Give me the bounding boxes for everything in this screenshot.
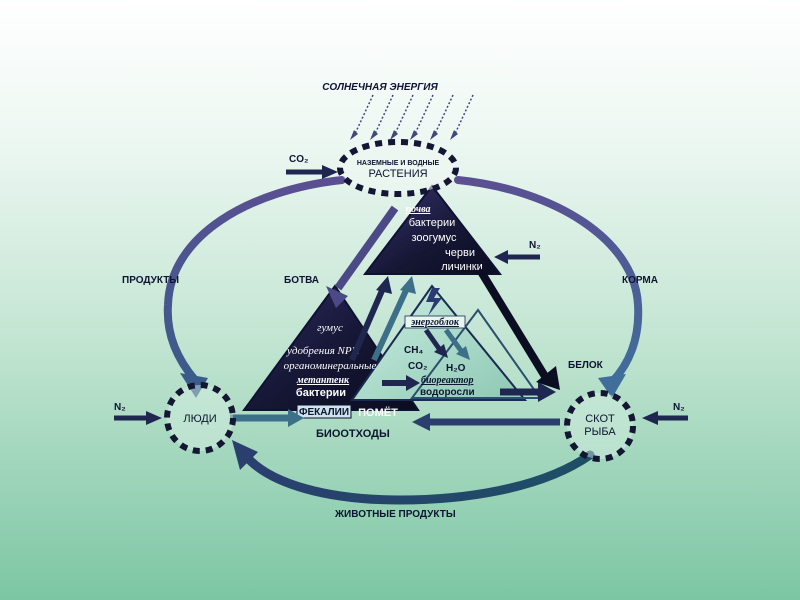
energy-block-triangle bbox=[350, 284, 528, 401]
products-arc bbox=[163, 176, 346, 384]
fert-to-soil-arrow-1 bbox=[349, 284, 387, 362]
products-label: ПРОДУКТЫ bbox=[122, 275, 179, 286]
algae-label: водоросли bbox=[420, 387, 475, 398]
feed-label: КОРМА bbox=[622, 275, 658, 286]
people-to-waste-head bbox=[288, 409, 304, 427]
energy-arrow-1 bbox=[423, 328, 443, 352]
fertilizer-triangle-text: гумус удобрения NPK органоминеральные ме… bbox=[284, 322, 377, 399]
bioreactor-label: биореактор bbox=[421, 375, 473, 386]
methane-tank-label: метантенк bbox=[296, 375, 350, 386]
larvae-label: личинки bbox=[441, 261, 482, 273]
plants-to-tops-head bbox=[326, 286, 348, 308]
livestock-line1: СКОТ bbox=[585, 413, 615, 425]
livestock-line2: РЫБА bbox=[584, 426, 616, 438]
co2-label: CO₂ bbox=[289, 154, 308, 165]
n2-right-label: N₂ bbox=[673, 402, 685, 413]
bacteria-label: бактерии bbox=[409, 217, 456, 229]
solar-energy-label: СОЛНЕЧНАЯ ЭНЕРГИЯ bbox=[322, 82, 438, 93]
animal-products-label: ЖИВОТНЫЕ ПРОДУКТЫ bbox=[334, 509, 456, 520]
co2-inner-label: CO₂ bbox=[408, 361, 427, 372]
bio-waste-label: БИООТХОДЫ bbox=[316, 428, 390, 440]
ch4-label: CH₄ bbox=[404, 345, 423, 356]
soil-to-protein-arrow bbox=[476, 267, 550, 381]
fert-to-soil-head-2 bbox=[400, 276, 416, 294]
bacteria-fert-label: бактерии bbox=[296, 387, 346, 399]
fert-to-soil-arrow-2 bbox=[371, 284, 411, 362]
energy-block-label: энергоблок bbox=[410, 317, 460, 328]
zoohumus-label: зоогумус bbox=[411, 232, 457, 244]
protein-label: БЕЛОК bbox=[568, 360, 604, 371]
plants-line2: РАСТЕНИЯ bbox=[368, 168, 427, 180]
tops-label: БОТВА bbox=[284, 275, 319, 286]
feed-arrowhead bbox=[598, 374, 626, 398]
n2-people-head bbox=[146, 411, 162, 425]
n2-livestock-head bbox=[642, 411, 658, 425]
manure-label: ПОМЁТ bbox=[358, 406, 398, 419]
n2-top-label: N₂ bbox=[529, 240, 541, 251]
plants-to-tops-arrow bbox=[334, 205, 399, 291]
manure-to-bioreactor-head bbox=[406, 375, 420, 391]
animal-products-arrowhead bbox=[232, 440, 258, 470]
plants-line1: НАЗЕМНЫЕ И ВОДНЫЕ bbox=[357, 160, 440, 167]
animal-products-arc bbox=[240, 450, 595, 505]
energy-arrow-1-head bbox=[434, 344, 448, 358]
co2-input-head bbox=[322, 165, 338, 179]
feed-arc bbox=[454, 176, 643, 386]
npk-label: удобрения NPK bbox=[286, 345, 360, 357]
feces-box bbox=[296, 404, 352, 419]
energy-arrow-2 bbox=[443, 328, 465, 354]
livestock-to-waste-head bbox=[412, 413, 430, 431]
energy-arrow-2-head bbox=[456, 346, 470, 360]
solar-ray-heads bbox=[350, 130, 458, 140]
h2o-label: H₂O bbox=[446, 363, 466, 374]
livestock-node bbox=[564, 390, 636, 462]
lightning-icon bbox=[426, 288, 442, 316]
n2-left-label: N₂ bbox=[114, 402, 126, 413]
soil-to-protein-head bbox=[536, 366, 560, 390]
humus-label: гумус bbox=[317, 322, 343, 334]
fert-to-soil-head-1 bbox=[376, 276, 392, 294]
algae-to-livestock-head bbox=[538, 382, 556, 402]
worms-label: черви bbox=[445, 247, 475, 259]
plants-node bbox=[337, 139, 459, 197]
solar-rays bbox=[353, 94, 474, 137]
n2-soil-head bbox=[494, 250, 508, 264]
soil-triangle-text: почва бактерии зоогумус черви личинки bbox=[406, 204, 483, 273]
soil-triangle bbox=[362, 184, 503, 275]
energy-block-box bbox=[404, 315, 466, 329]
people-node bbox=[164, 382, 236, 454]
soil-label: почва bbox=[406, 204, 431, 215]
organomineral-label: органоминеральные bbox=[284, 360, 377, 372]
feces-label: ФЕКАЛИИ bbox=[299, 407, 349, 418]
people-label: ЛЮДИ bbox=[183, 413, 216, 425]
